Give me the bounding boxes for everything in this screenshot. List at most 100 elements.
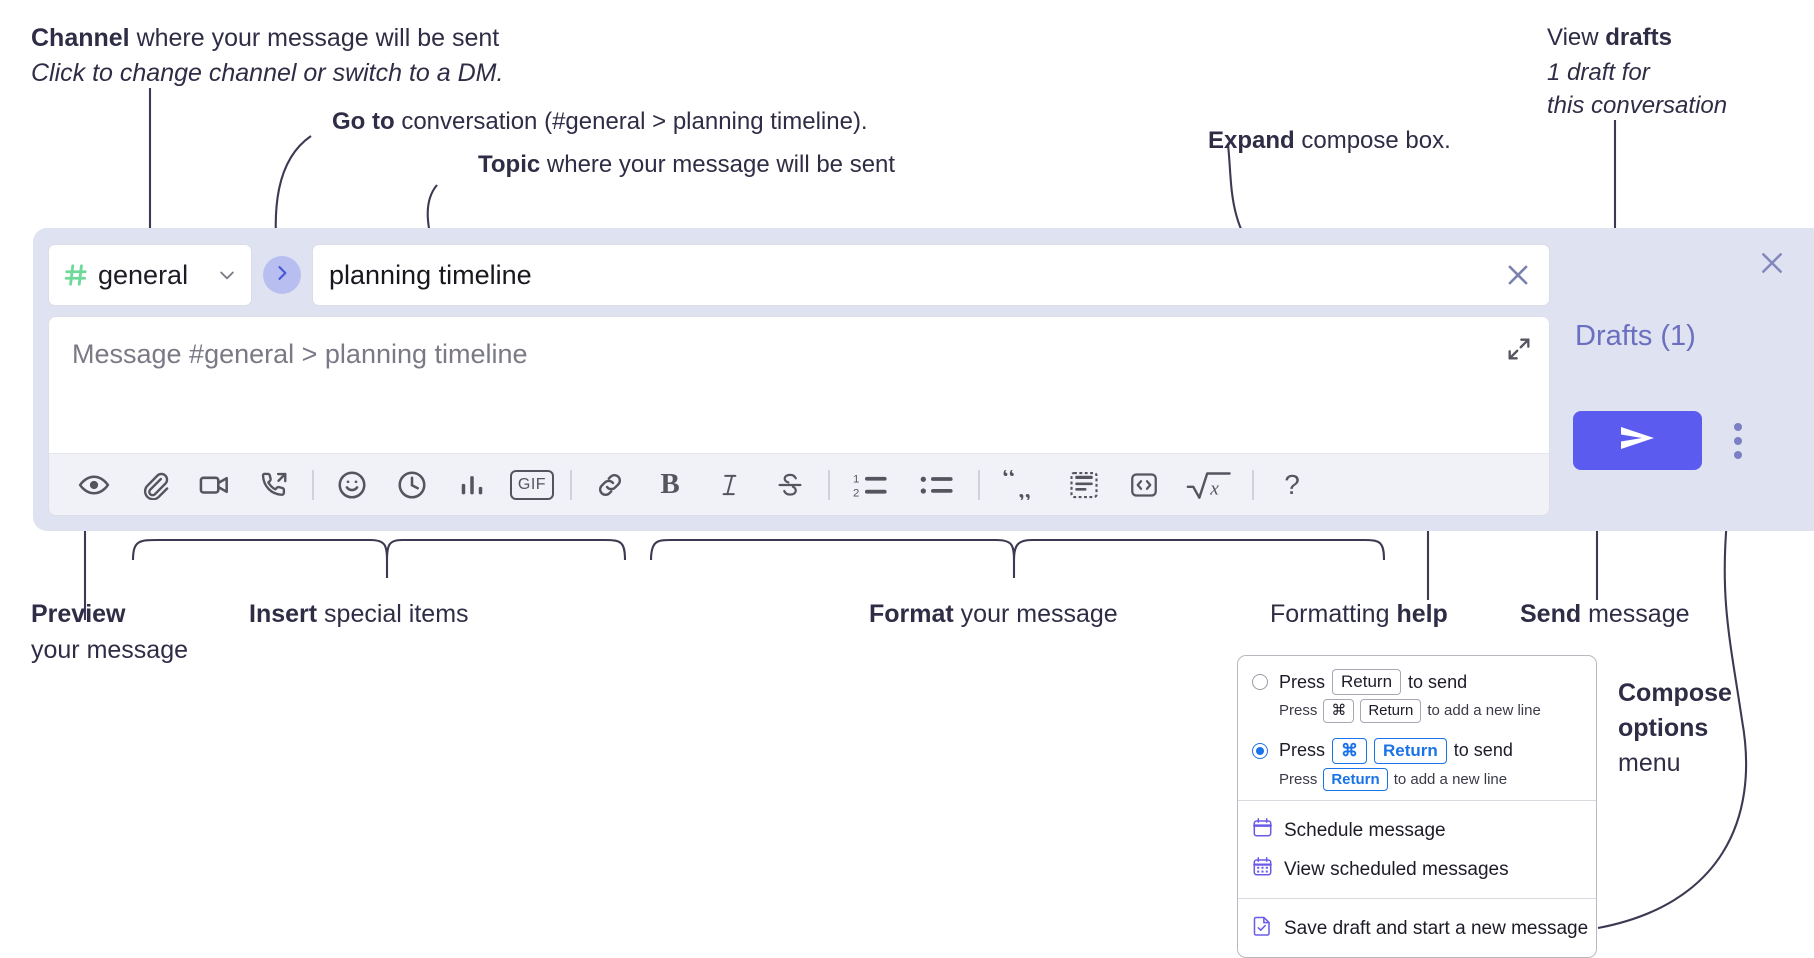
sub-prefix: Press: [1279, 770, 1318, 788]
key-return: Return: [1360, 699, 1422, 723]
svg-text:„: „: [1017, 470, 1031, 500]
annotation-channel-bold: Channel: [31, 24, 130, 52]
annotation-formatting-help: Formatting help: [1270, 598, 1448, 631]
dot-1: [1734, 423, 1742, 431]
preview-button[interactable]: [71, 462, 117, 508]
annotation-format: Format your message: [869, 598, 1118, 631]
go-to-conversation-button[interactable]: [263, 256, 301, 294]
radio-prefix: Press: [1279, 740, 1326, 761]
dot-2: [1734, 437, 1742, 445]
menu-item-label: Save draft and start a new message: [1284, 917, 1589, 939]
annotation-topic-rest: where your message will be sent: [540, 151, 896, 178]
chevron-down-icon: [217, 265, 237, 285]
annotation-insert-rest: special items: [317, 600, 469, 628]
question-mark-icon: ?: [1284, 468, 1300, 500]
calendar-clock-icon: [1252, 817, 1273, 844]
poll-button[interactable]: [449, 462, 495, 508]
menu-item-save-draft[interactable]: Save draft and start a new message: [1238, 909, 1596, 948]
formatting-toolbar: GIF B: [49, 453, 1549, 515]
channel-name: general: [98, 259, 189, 290]
radio-option-sub-2: Press Return to add a new line: [1238, 764, 1596, 792]
annotation-compose-options-line1: Compose: [1618, 679, 1732, 707]
file-check-icon: [1252, 915, 1273, 942]
blockquote-button[interactable]: “ „: [995, 462, 1047, 508]
annotation-compose-options-l3: menu: [1618, 747, 1681, 780]
send-button[interactable]: [1573, 411, 1702, 470]
annotation-send: Send message: [1520, 598, 1690, 631]
key-return: Return: [1323, 767, 1388, 792]
annotation-preview-bold-text: Preview: [31, 600, 126, 628]
bar-chart-icon: [458, 471, 486, 499]
radio-option-label: Press Return to send: [1279, 669, 1467, 696]
math-button[interactable]: x: [1181, 462, 1237, 508]
channel-picker[interactable]: general: [48, 244, 252, 306]
radio-option-return-to-send[interactable]: Press Return to send: [1238, 666, 1596, 696]
dot-3: [1734, 451, 1742, 459]
expand-diagonal-icon[interactable]: [1505, 335, 1533, 363]
hash-icon: [63, 262, 89, 288]
ordered-list-button[interactable]: 1 2: [845, 462, 897, 508]
separator-2: [570, 469, 572, 500]
radio-indicator[interactable]: [1252, 674, 1268, 691]
annotation-drafts-line2-text: 1 draft for: [1547, 59, 1650, 86]
schedule-group: Schedule message: [1238, 801, 1596, 898]
paper-plane-icon: [1616, 421, 1660, 460]
annotation-compose-options-l2: options: [1618, 712, 1708, 745]
annotation-drafts-line3-text: this conversation: [1547, 92, 1728, 119]
schedule-button[interactable]: [389, 462, 435, 508]
chevron-right-icon: [272, 263, 292, 288]
audio-clip-button[interactable]: [251, 462, 297, 508]
close-icon[interactable]: [1503, 260, 1533, 290]
svg-text:“: “: [1002, 470, 1016, 496]
annotation-preview-line2-text: your message: [31, 636, 189, 664]
message-input-box[interactable]: Message #general > planning timeline: [48, 316, 1550, 516]
svg-text:x: x: [1209, 478, 1219, 499]
radio-indicator[interactable]: [1252, 742, 1268, 759]
three-dots-vertical-icon[interactable]: [1724, 416, 1752, 466]
inline-code-button[interactable]: [1121, 462, 1167, 508]
annotation-insert-bold: Insert: [249, 600, 318, 628]
annotation-compose-options-line2: options: [1618, 714, 1709, 742]
phone-arrow-icon: [259, 470, 289, 500]
radio-option-cmd-return-to-send[interactable]: Press ⌘ Return to send: [1238, 735, 1596, 764]
draft-group: Save draft and start a new message: [1238, 899, 1596, 957]
close-icon[interactable]: [1756, 247, 1788, 279]
topic-value: planning timeline: [329, 259, 532, 290]
menu-item-view-scheduled-messages[interactable]: View scheduled messages: [1238, 850, 1596, 889]
bold-icon: B: [660, 468, 680, 500]
attach-button[interactable]: [131, 462, 177, 508]
strikethrough-button[interactable]: [767, 462, 813, 508]
italic-button[interactable]: [707, 462, 753, 508]
ordered-list-icon: 1 2: [853, 470, 889, 500]
drafts-send-area: Drafts (1): [1565, 228, 1814, 531]
menu-item-label: Schedule message: [1284, 819, 1446, 841]
annotation-preview-line2: your message: [31, 634, 188, 667]
code-angle-brackets-icon: [1128, 470, 1160, 500]
separator-3: [828, 469, 830, 500]
bold-button[interactable]: B: [647, 462, 693, 508]
annotation-expand-bold: Expand: [1208, 127, 1295, 154]
annotation-send-bold: Send: [1520, 600, 1582, 628]
bulleted-list-icon: [919, 470, 955, 500]
menu-divider: [1238, 898, 1596, 900]
clock-icon: [396, 469, 428, 501]
help-button[interactable]: ?: [1269, 462, 1315, 508]
menu-item-schedule-message[interactable]: Schedule message: [1238, 811, 1596, 850]
annotation-send-rest: message: [1581, 600, 1690, 628]
annotation-drafts-pre: View: [1547, 24, 1606, 51]
topic-field[interactable]: planning timeline: [312, 244, 1550, 306]
gif-label: GIF: [517, 475, 547, 493]
message-placeholder: Message #general > planning timeline: [72, 339, 528, 369]
eye-icon: [78, 469, 110, 501]
drafts-link[interactable]: Drafts (1): [1575, 320, 1696, 352]
code-block-button[interactable]: [1061, 462, 1107, 508]
video-clip-button[interactable]: [191, 462, 237, 508]
emoji-button[interactable]: [329, 462, 375, 508]
bulleted-list-button[interactable]: [911, 462, 963, 508]
paperclip-icon: [139, 470, 169, 500]
annotation-topic: Topic where your message will be sent: [478, 149, 895, 180]
link-button[interactable]: [587, 462, 633, 508]
key-return: Return: [1374, 737, 1447, 764]
separator-1: [312, 469, 314, 500]
gif-button[interactable]: GIF: [509, 462, 555, 508]
